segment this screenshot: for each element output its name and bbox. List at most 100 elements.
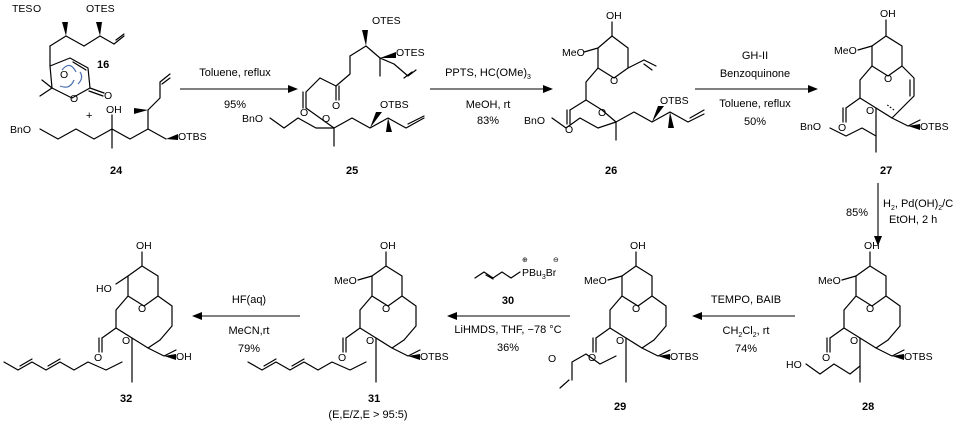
c16-ring-o1: O bbox=[60, 69, 68, 81]
compound-25-structure bbox=[269, 30, 425, 147]
r6-conditions-2: LiHMDS, THF, −78 °C bbox=[454, 324, 561, 336]
c27-oh: OH bbox=[880, 8, 896, 20]
compound-31-structure bbox=[247, 251, 421, 383]
compound-24-label: 24 bbox=[110, 165, 123, 177]
r5-yield: 74% bbox=[735, 343, 757, 355]
c27-ester-o: O bbox=[866, 105, 874, 117]
c16-otes-left-o: O bbox=[33, 3, 41, 15]
compound-31-label: 31 bbox=[368, 393, 380, 405]
arrow-r6 bbox=[447, 312, 570, 320]
r3-conditions-3: Toluene, reflux bbox=[719, 98, 791, 110]
c32-ester-o: O bbox=[122, 335, 130, 347]
r1-conditions: Toluene, reflux bbox=[199, 67, 271, 79]
c26-ester-o: O bbox=[598, 107, 606, 119]
r7-yield: 79% bbox=[238, 343, 260, 355]
compound-29-label: 29 bbox=[614, 401, 626, 413]
c16-otes-left: TES bbox=[12, 3, 32, 15]
c26-bno: BnO bbox=[524, 115, 545, 127]
c27-meo: MeO bbox=[834, 45, 857, 57]
svg-text:⊕: ⊕ bbox=[522, 257, 528, 264]
c32-oh-bottom: OH bbox=[176, 351, 192, 363]
c32-ho: HO bbox=[96, 283, 112, 295]
arrow-r4 bbox=[874, 183, 882, 246]
compound-28-label: 28 bbox=[862, 401, 874, 413]
c28-oh: OH bbox=[864, 240, 880, 252]
c29-meo: MeO bbox=[584, 275, 607, 287]
r3-conditions-2: Benzoquinone bbox=[720, 68, 790, 80]
c24-bno: BnO bbox=[10, 124, 31, 136]
c29-ring-o: O bbox=[632, 303, 640, 315]
r6-yield: 36% bbox=[497, 342, 519, 354]
compound-25-label: 25 bbox=[346, 165, 358, 177]
c25-otes-right: OTES bbox=[396, 47, 425, 59]
c25-ketone-o: O bbox=[332, 100, 340, 112]
c29-aldehyde-o: O bbox=[548, 353, 556, 365]
c29-oh: OH bbox=[630, 240, 646, 252]
r5-conditions-1: TEMPO, BAIB bbox=[711, 294, 781, 306]
r5-conditions-2: CH2Cl2, rt bbox=[723, 325, 770, 339]
c31-ring-o: O bbox=[382, 303, 390, 315]
r2-conditions-1: PPTS, HC(OMe)3 bbox=[445, 67, 531, 81]
r3-yield: 50% bbox=[744, 116, 766, 128]
r7-conditions-2: MeCN,rt bbox=[229, 325, 270, 337]
c27-otbs: OTBS bbox=[920, 121, 949, 133]
c25-ester-o2: O bbox=[322, 113, 330, 125]
compound-26-structure bbox=[551, 21, 705, 141]
r4-conditions-2: EtOH, 2 h bbox=[889, 214, 937, 226]
c31-meo: MeO bbox=[334, 275, 357, 287]
arrow-r3 bbox=[695, 85, 818, 93]
c16-carbonyl-o: O bbox=[104, 90, 112, 102]
svg-text:⊖: ⊖ bbox=[553, 257, 559, 264]
c24-oh: OH bbox=[106, 104, 122, 116]
compound-29-structure bbox=[559, 251, 671, 389]
r1-yield: 95% bbox=[224, 99, 246, 111]
compound-16-structure bbox=[39, 22, 125, 99]
c28-ho: HO bbox=[786, 359, 802, 371]
c25-ester-o: O bbox=[300, 107, 308, 119]
arrow-r5 bbox=[692, 312, 795, 320]
c32-ring-o: O bbox=[138, 303, 146, 315]
c24-otbs: OTBS bbox=[178, 131, 207, 143]
plus-sign: + bbox=[86, 110, 92, 122]
arrow-r7 bbox=[192, 312, 300, 320]
r4-conditions-1: H2, Pd(OH)2/C bbox=[883, 198, 953, 212]
c28-carbonyl-o: O bbox=[822, 352, 830, 364]
compound-16-label: 16 bbox=[97, 59, 109, 71]
c31-ester-o: O bbox=[366, 335, 374, 347]
compound-30-label: 30 bbox=[502, 295, 514, 307]
r3-conditions-1: GH-II bbox=[742, 50, 768, 62]
arrow-r1 bbox=[180, 85, 298, 93]
c16-otes-right: OTES bbox=[86, 3, 115, 15]
r4-yield: 85% bbox=[846, 207, 868, 219]
c27-ring-o: O bbox=[884, 73, 892, 85]
c29-otbs: OTBS bbox=[670, 351, 699, 363]
c25-otes-top: OTES bbox=[372, 15, 401, 27]
compound-31-selectivity: (E,E/Z,E > 95:5) bbox=[328, 409, 407, 421]
c26-meo: MeO bbox=[562, 47, 585, 59]
arrow-r2 bbox=[430, 85, 553, 93]
reagent-30: PBu3Br ⊕ ⊖ bbox=[474, 257, 559, 281]
c31-carbonyl-o: O bbox=[338, 352, 346, 364]
r7-conditions-1: HF(aq) bbox=[232, 294, 266, 306]
compound-32-structure bbox=[3, 251, 177, 383]
compound-27-structure bbox=[829, 19, 921, 153]
c27-carbonyl-o: O bbox=[838, 122, 846, 134]
r2-yield: 83% bbox=[477, 115, 499, 127]
c26-carbonyl-o: O bbox=[565, 124, 573, 136]
compound-27-label: 27 bbox=[880, 165, 892, 177]
c25-otbs: OTBS bbox=[380, 99, 409, 111]
c16-ring-o2: O bbox=[70, 93, 78, 105]
c32-oh-top: OH bbox=[136, 240, 152, 252]
c29-ester-o: O bbox=[616, 335, 624, 347]
compound-32-label: 32 bbox=[120, 393, 132, 405]
c31-otbs: OTBS bbox=[420, 351, 449, 363]
c32-carbonyl-o: O bbox=[94, 352, 102, 364]
compound-26-label: 26 bbox=[605, 165, 617, 177]
c26-ring-o: O bbox=[610, 75, 618, 87]
c28-ester-o: O bbox=[850, 335, 858, 347]
c28-otbs: OTBS bbox=[904, 351, 933, 363]
compound-24-structure bbox=[39, 73, 178, 149]
svg-text:PBu3Br: PBu3Br bbox=[522, 267, 557, 281]
c29-carbonyl-o: O bbox=[588, 352, 596, 364]
